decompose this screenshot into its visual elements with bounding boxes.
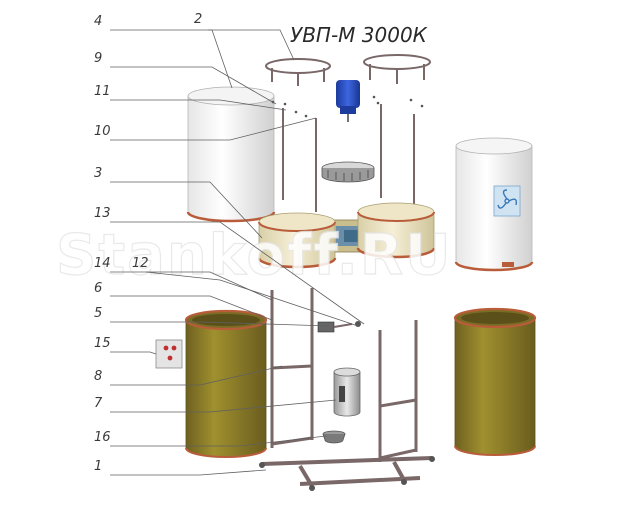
callout-labels: 4 2 9 11 10 3 13 14 12 6 5 15 8 7 16 1 <box>94 12 202 474</box>
fastener-dots <box>271 95 424 118</box>
part-10-rods <box>282 104 415 212</box>
part-4-inner-cylinder <box>186 86 276 223</box>
callout-10: 10 <box>94 124 111 139</box>
dust-collector-drum-right <box>453 307 537 456</box>
callout-2: 2 <box>194 12 202 27</box>
part-7-filter-canister <box>333 367 361 417</box>
callout-14: 14 <box>94 256 111 271</box>
motor <box>336 80 360 122</box>
callout-11: 11 <box>94 84 111 99</box>
part-2-top-ring-left <box>265 58 331 86</box>
part-8-frame-right <box>378 320 418 462</box>
part-6-frame-left <box>270 288 314 448</box>
part-16-cup <box>322 430 346 444</box>
watermark: Stankoff.RU <box>56 223 453 288</box>
callout-3: 3 <box>94 166 102 181</box>
leader-lines <box>110 29 365 476</box>
callout-7: 7 <box>94 396 103 411</box>
part-2-top-ring-right <box>363 54 431 84</box>
part-3-cyclone-housing <box>257 202 436 269</box>
callout-6: 6 <box>94 281 102 296</box>
callout-15: 15 <box>94 336 111 351</box>
part-1-base <box>259 456 435 491</box>
callout-9: 9 <box>94 51 102 66</box>
outer-shell-cylinder <box>454 137 534 272</box>
callout-5: 5 <box>94 306 102 321</box>
callout-4: 4 <box>94 14 102 29</box>
callout-8: 8 <box>94 369 102 384</box>
diagram-title: УВП-М 3000К <box>290 23 428 47</box>
part-5-adapter <box>317 321 361 333</box>
dust-collector-drum-left <box>184 309 268 458</box>
callout-12: 12 <box>132 256 149 271</box>
impeller <box>321 161 375 183</box>
callout-16: 16 <box>94 430 111 445</box>
part-15-control-panel <box>155 339 183 369</box>
callout-13: 13 <box>94 206 111 221</box>
fan-icon <box>497 189 518 209</box>
callout-1: 1 <box>94 459 102 474</box>
